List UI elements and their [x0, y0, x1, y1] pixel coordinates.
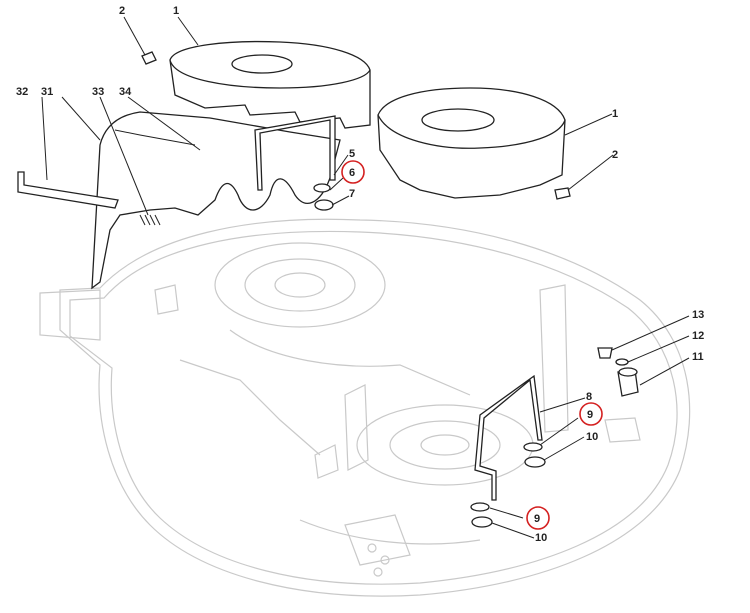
blade-cover-left	[169, 40, 371, 129]
label-2-right: 2	[612, 149, 618, 161]
label-5: 5	[349, 148, 355, 160]
label-11: 11	[692, 351, 704, 363]
label-8: 8	[586, 391, 592, 403]
bolt-2-right	[554, 187, 571, 200]
label-10-lower: 10	[535, 532, 547, 544]
leader-lines	[41, 16, 690, 539]
label-1-right: 1	[612, 108, 618, 120]
bolt-2-left	[141, 51, 157, 65]
label-34: 34	[119, 86, 132, 98]
label-9-lower: 9	[534, 513, 540, 525]
label-1-top: 1	[173, 5, 179, 17]
callout-labels: 2 1 1 2 32 31 33 34 5 6 7 8 9 10 9 10 13…	[16, 5, 704, 544]
label-13: 13	[692, 309, 704, 321]
label-32: 32	[16, 86, 28, 98]
label-9-upper: 9	[587, 409, 593, 421]
nut-12	[615, 358, 629, 366]
blade-cover-right	[377, 87, 566, 199]
highlight-circle-6	[341, 160, 365, 184]
bracket-rod-lower	[470, 374, 546, 528]
label-2-top: 2	[119, 5, 125, 17]
knob-11	[617, 367, 639, 397]
label-33: 33	[92, 86, 104, 98]
mower-deck-outline	[39, 218, 691, 597]
label-7: 7	[349, 188, 355, 200]
highlight-circle-9-upper	[579, 402, 603, 426]
discharge-chute	[91, 111, 341, 290]
screw-13	[597, 347, 613, 359]
label-31: 31	[41, 86, 53, 98]
highlight-circles	[341, 160, 603, 530]
label-12: 12	[692, 330, 704, 342]
label-10-upper: 10	[586, 431, 598, 443]
label-6: 6	[349, 167, 355, 179]
spring	[139, 214, 161, 226]
highlight-circle-9-lower	[526, 506, 550, 530]
chute-rod	[17, 171, 119, 209]
